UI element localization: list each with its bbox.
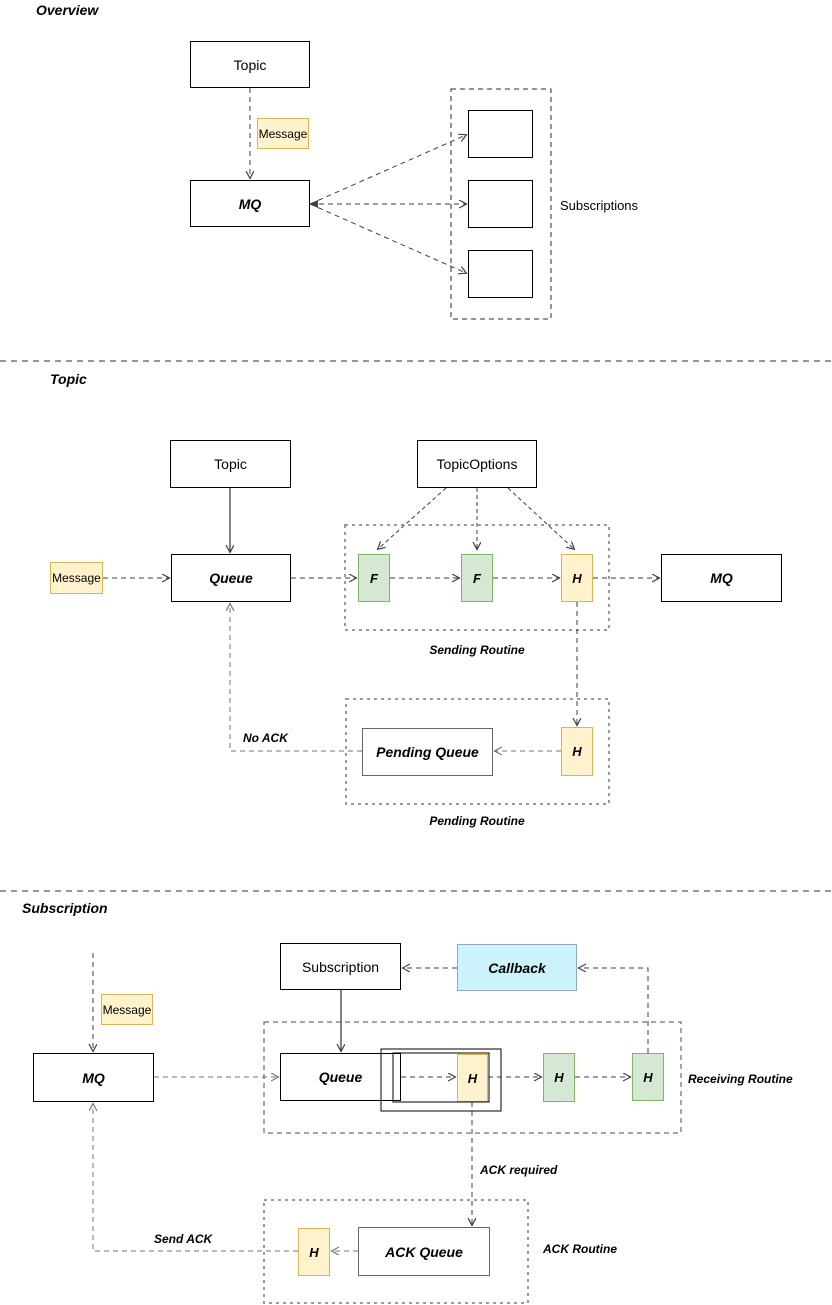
- subscription-message-tag: Message: [101, 994, 153, 1025]
- edge-mq-to-sub3: [309, 203, 466, 273]
- sending-routine-label: Sending Routine: [429, 643, 525, 657]
- edge-options-to-h: [507, 487, 574, 549]
- handler-ack-node: H: [298, 1228, 330, 1276]
- topic-section-title: Topic: [50, 371, 87, 387]
- topic-queue-node: Queue: [171, 554, 291, 602]
- topic-handler-pending-node: H: [561, 727, 593, 776]
- edge-arrowhead-into-mq: [310, 200, 318, 208]
- topic-handler-send-node: H: [561, 554, 593, 602]
- overview-subscriber-node-2: [468, 180, 533, 228]
- topic-mq-node: MQ: [661, 554, 782, 602]
- overview-topic-node: Topic: [190, 41, 310, 88]
- handler-callback-node: H: [632, 1053, 664, 1101]
- subscription-section-title: Subscription: [22, 900, 108, 916]
- topic-filter-node-2: F: [461, 554, 493, 602]
- callback-node: Callback: [457, 944, 577, 991]
- overview-section-title: Overview: [36, 2, 99, 18]
- overview-message-tag: Message: [257, 118, 309, 149]
- edge-sendack-to-mq: [93, 1104, 298, 1252]
- receiving-routine-label: Receiving Routine: [688, 1072, 793, 1086]
- topic-topic-node: Topic: [170, 440, 291, 488]
- ack-required-label: ACK required: [480, 1163, 558, 1177]
- send-ack-label: Send ACK: [154, 1232, 213, 1246]
- edge-options-to-f1: [378, 487, 447, 549]
- handler-recv-node: H: [457, 1054, 488, 1102]
- overview-subscriber-node-1: [468, 110, 533, 158]
- edge-noack-to-queue: [230, 604, 362, 752]
- overview-subscriptions-label: Subscriptions: [560, 198, 639, 213]
- topic-options-node: TopicOptions: [417, 440, 537, 488]
- no-ack-label: No ACK: [243, 731, 288, 745]
- handler-mid-node: H: [543, 1053, 575, 1102]
- ack-queue-node: ACK Queue: [358, 1227, 490, 1276]
- ack-routine-label: ACK Routine: [543, 1242, 617, 1256]
- overview-subscriber-node-3: [468, 250, 533, 298]
- edge-hcb-to-callback: [579, 968, 649, 1053]
- pending-routine-label: Pending Routine: [429, 814, 525, 828]
- overview-mq-node: MQ: [190, 180, 310, 227]
- subscription-queue-node: Queue: [280, 1053, 401, 1101]
- topic-filter-node-1: F: [358, 554, 390, 602]
- pending-queue-node: Pending Queue: [362, 728, 493, 776]
- subscription-mq-node: MQ: [33, 1053, 154, 1102]
- edge-mq-to-sub1: [309, 135, 466, 205]
- subscription-subscription-node: Subscription: [280, 943, 401, 990]
- topic-message-tag: Message: [50, 562, 103, 594]
